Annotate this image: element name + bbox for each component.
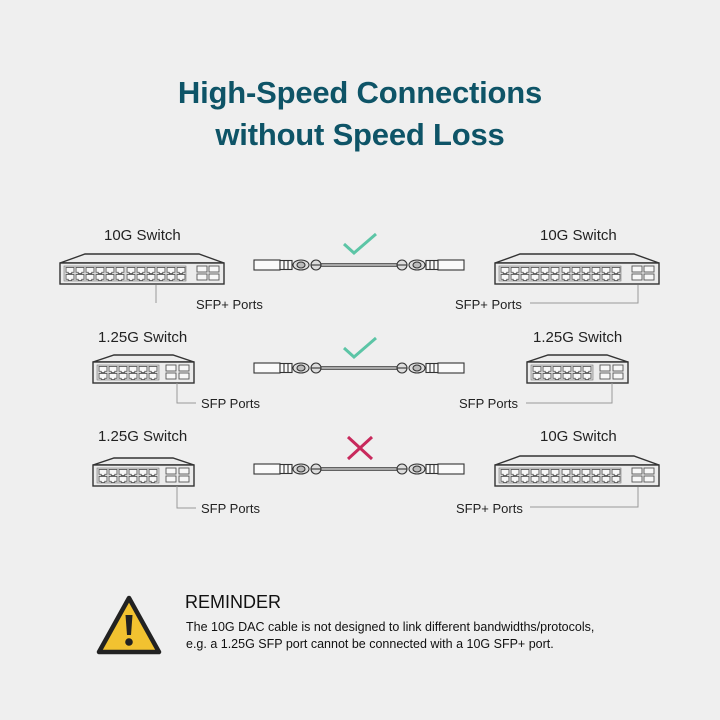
left-switch-label: 1.25G Switch <box>98 428 188 445</box>
title-line-1: High-Speed Connections <box>177 75 543 110</box>
right-switch-label: 10G Switch <box>540 227 617 244</box>
port-pointer-line <box>176 383 196 404</box>
dac-cable-icon <box>253 360 465 376</box>
1-25g-switch-icon <box>92 457 195 487</box>
left-port-label: SFP+ Ports <box>196 297 263 312</box>
left-switch-label: 1.25G Switch <box>98 329 188 346</box>
port-pointer-line <box>530 285 639 304</box>
port-pointer-line <box>526 383 613 404</box>
right-port-label: SFP Ports <box>459 396 519 411</box>
title-line-2: without Speed Loss <box>215 117 505 152</box>
reminder-text-line-2: e.g. a 1.25G SFP port cannot be connecte… <box>186 637 554 651</box>
10g-switch-icon <box>494 253 660 285</box>
cross-icon <box>346 435 374 461</box>
right-port-label: SFP+ Ports <box>456 501 523 516</box>
10g-switch-icon <box>494 455 660 487</box>
page-title: High-Speed Connections without Speed Los… <box>0 72 720 156</box>
10g-switch-icon <box>59 253 225 285</box>
right-switch-label: 10G Switch <box>540 428 617 445</box>
port-pointer-line <box>530 487 639 508</box>
check-icon <box>342 336 377 359</box>
right-port-label: SFP+ Ports <box>455 297 522 312</box>
1-25g-switch-icon <box>526 354 629 384</box>
check-icon <box>342 232 377 255</box>
reminder-text: The 10G DAC cable is not designed to lin… <box>186 619 656 653</box>
dac-cable-icon <box>253 257 465 273</box>
left-switch-label: 10G Switch <box>104 227 181 244</box>
warning-icon <box>96 595 162 655</box>
dac-cable-icon <box>253 461 465 477</box>
reminder-title: REMINDER <box>185 592 282 612</box>
left-port-label: SFP Ports <box>201 501 261 516</box>
right-switch-label: 1.25G Switch <box>533 329 623 346</box>
left-port-label: SFP Ports <box>201 396 261 411</box>
port-pointer-line <box>176 486 196 509</box>
1-25g-switch-icon <box>92 354 195 384</box>
reminder-text-line-1: The 10G DAC cable is not designed to lin… <box>186 620 595 634</box>
port-pointer-line <box>155 285 157 303</box>
